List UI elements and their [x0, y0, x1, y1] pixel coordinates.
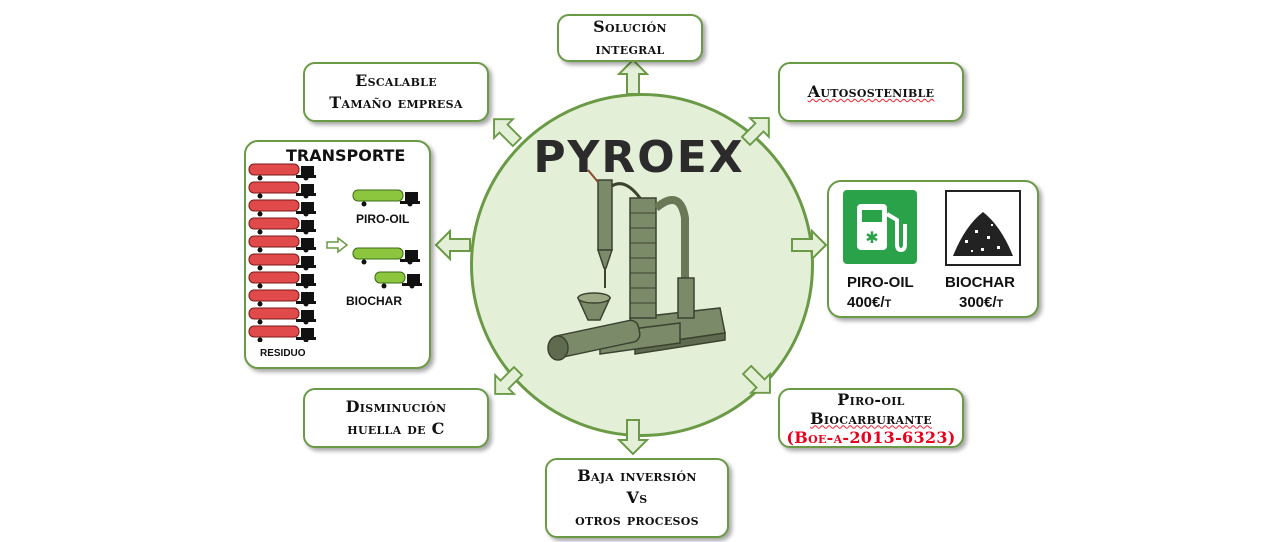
biochar-truck-2 — [374, 271, 422, 289]
pirooil-line1: Piro-oil — [837, 389, 905, 409]
boe-reference: (Boe-a-2013-6323) — [786, 427, 956, 447]
disminucion-line1: Disminución — [345, 397, 447, 416]
biocarburante-line: Biocarburante — [810, 408, 932, 428]
pyroex-title: PYROEX — [533, 132, 745, 183]
disminucion-line2: huella de C — [347, 419, 445, 438]
arrow-down-right — [741, 364, 771, 394]
baja-inversion-line3: otros procesos — [575, 510, 699, 529]
fuel-pump-icon: ✱ — [843, 190, 917, 264]
transport-arrow-right — [326, 236, 349, 254]
solucion-line2: integral — [595, 39, 665, 58]
transport-title: TRANSPORTE — [286, 146, 406, 165]
arrow-down-left — [494, 365, 524, 395]
products-panel: ✱ PIRO-OIL BIOCHAR 400€/t 300€/t — [827, 180, 1039, 318]
arrow-up-right — [740, 117, 770, 147]
piro-oil-truck — [352, 189, 420, 207]
box-baja-inversion: Baja inversión Vs otros procesos — [545, 458, 729, 538]
box-disminucion: Disminución huella de C — [303, 388, 489, 448]
box-autosostenible: Autosostenible — [778, 62, 964, 122]
residuo-trucks — [248, 163, 317, 342]
escalable-line1: Escalable — [355, 71, 437, 90]
autosostenible-label: Autosostenible — [807, 82, 935, 101]
pyrolysis-plant-illustration — [547, 169, 726, 361]
transport-panel: TRANSPORTE RESIDUO PIRO-OIL BIOCHAR — [244, 140, 431, 369]
baja-inversion-line2: Vs — [626, 488, 648, 507]
arrow-up — [617, 58, 649, 95]
product-piro-oil-name: PIRO-OIL — [847, 274, 914, 291]
biochar-pile-icon — [945, 190, 1021, 266]
box-solucion-integral: Solución integral — [557, 14, 703, 62]
transport-piro-oil-label: PIRO-OIL — [356, 212, 410, 226]
solucion-line1: Solución — [593, 17, 667, 36]
box-escalable: Escalable Tamaño empresa — [303, 62, 489, 122]
residuo-label: RESIDUO — [260, 348, 306, 359]
escalable-line2: Tamaño empresa — [329, 93, 463, 112]
biochar-truck-1 — [352, 247, 420, 265]
arrow-up-left — [493, 118, 523, 148]
box-pirooil-biocarburante: Piro-oil Biocarburante (Boe-a-2013-6323) — [778, 388, 964, 448]
arrow-down — [617, 419, 649, 456]
product-biochar-price: 300€/t — [959, 294, 1004, 311]
svg-text:✱: ✱ — [865, 228, 878, 247]
baja-inversion-line1: Baja inversión — [577, 466, 697, 485]
arrow-left — [434, 229, 471, 261]
arrow-right — [791, 229, 828, 261]
product-biochar-name: BIOCHAR — [945, 274, 1015, 291]
product-piro-oil-price: 400€/t — [847, 294, 892, 311]
transport-biochar-label: BIOCHAR — [346, 294, 402, 308]
